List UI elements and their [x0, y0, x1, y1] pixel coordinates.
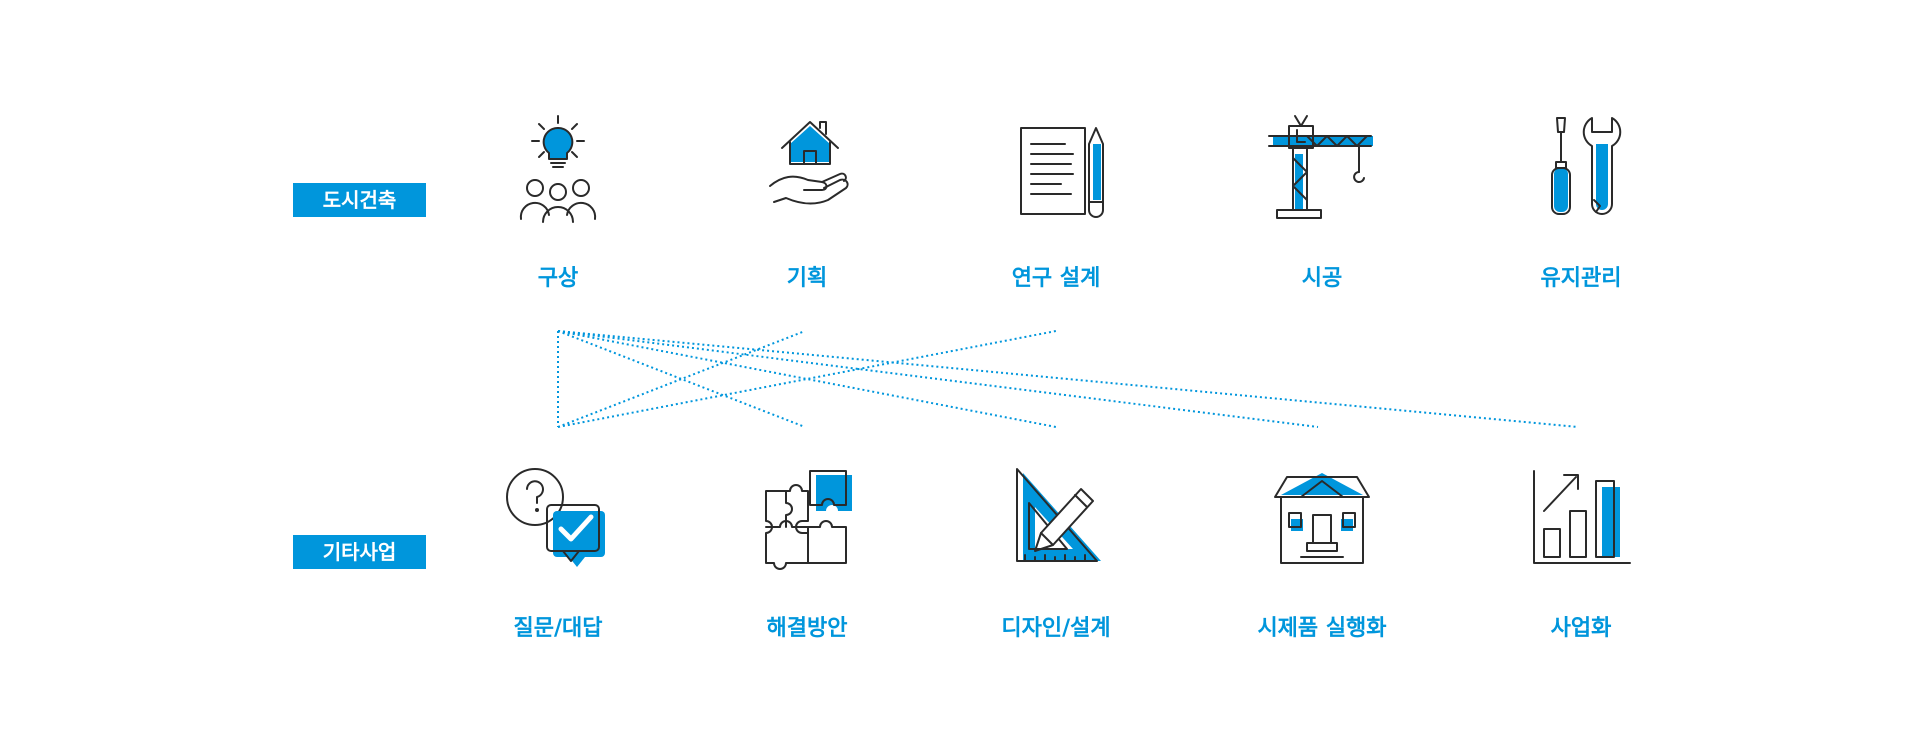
step-prototype: 시제품 실행화	[1212, 467, 1432, 642]
step-maintenance: 유지관리	[1471, 114, 1691, 292]
step-question-answer: 질문/대답	[448, 467, 668, 642]
growth-bar-chart-icon	[1526, 467, 1636, 577]
hand-house-icon	[752, 114, 862, 224]
step-label: 디자인/설계	[1001, 616, 1111, 641]
step-construction: 시공	[1212, 114, 1432, 292]
row-tag-urban-architecture: 도시건축	[293, 183, 426, 217]
step-research-design: 연구 설계	[946, 114, 1166, 292]
step-label: 시공	[1301, 266, 1343, 291]
document-pencil-icon	[1001, 114, 1111, 224]
house-model-icon	[1267, 467, 1377, 577]
triangle-ruler-pencil-icon	[1001, 467, 1111, 577]
step-label: 질문/대답	[513, 616, 603, 641]
crane-icon	[1267, 114, 1377, 224]
screwdriver-wrench-icon	[1526, 114, 1636, 224]
step-design: 디자인/설계	[946, 467, 1166, 642]
step-label: 해결방안	[766, 616, 848, 641]
step-label: 유지관리	[1540, 266, 1622, 291]
lightbulb-people-icon	[503, 114, 613, 224]
question-check-bubble-icon	[503, 467, 613, 577]
step-label: 기획	[786, 266, 828, 291]
step-label: 사업화	[1550, 616, 1612, 641]
row-tag-other-business: 기타사업	[293, 535, 426, 569]
step-ideation: 구상	[448, 114, 668, 292]
step-planning: 기획	[697, 114, 917, 292]
step-label: 구상	[537, 266, 579, 291]
puzzle-icon	[752, 467, 862, 577]
step-label: 연구 설계	[1011, 266, 1101, 291]
step-commercialization: 사업화	[1471, 467, 1691, 642]
step-solution: 해결방안	[697, 467, 917, 642]
step-label: 시제품 실행화	[1257, 616, 1387, 641]
